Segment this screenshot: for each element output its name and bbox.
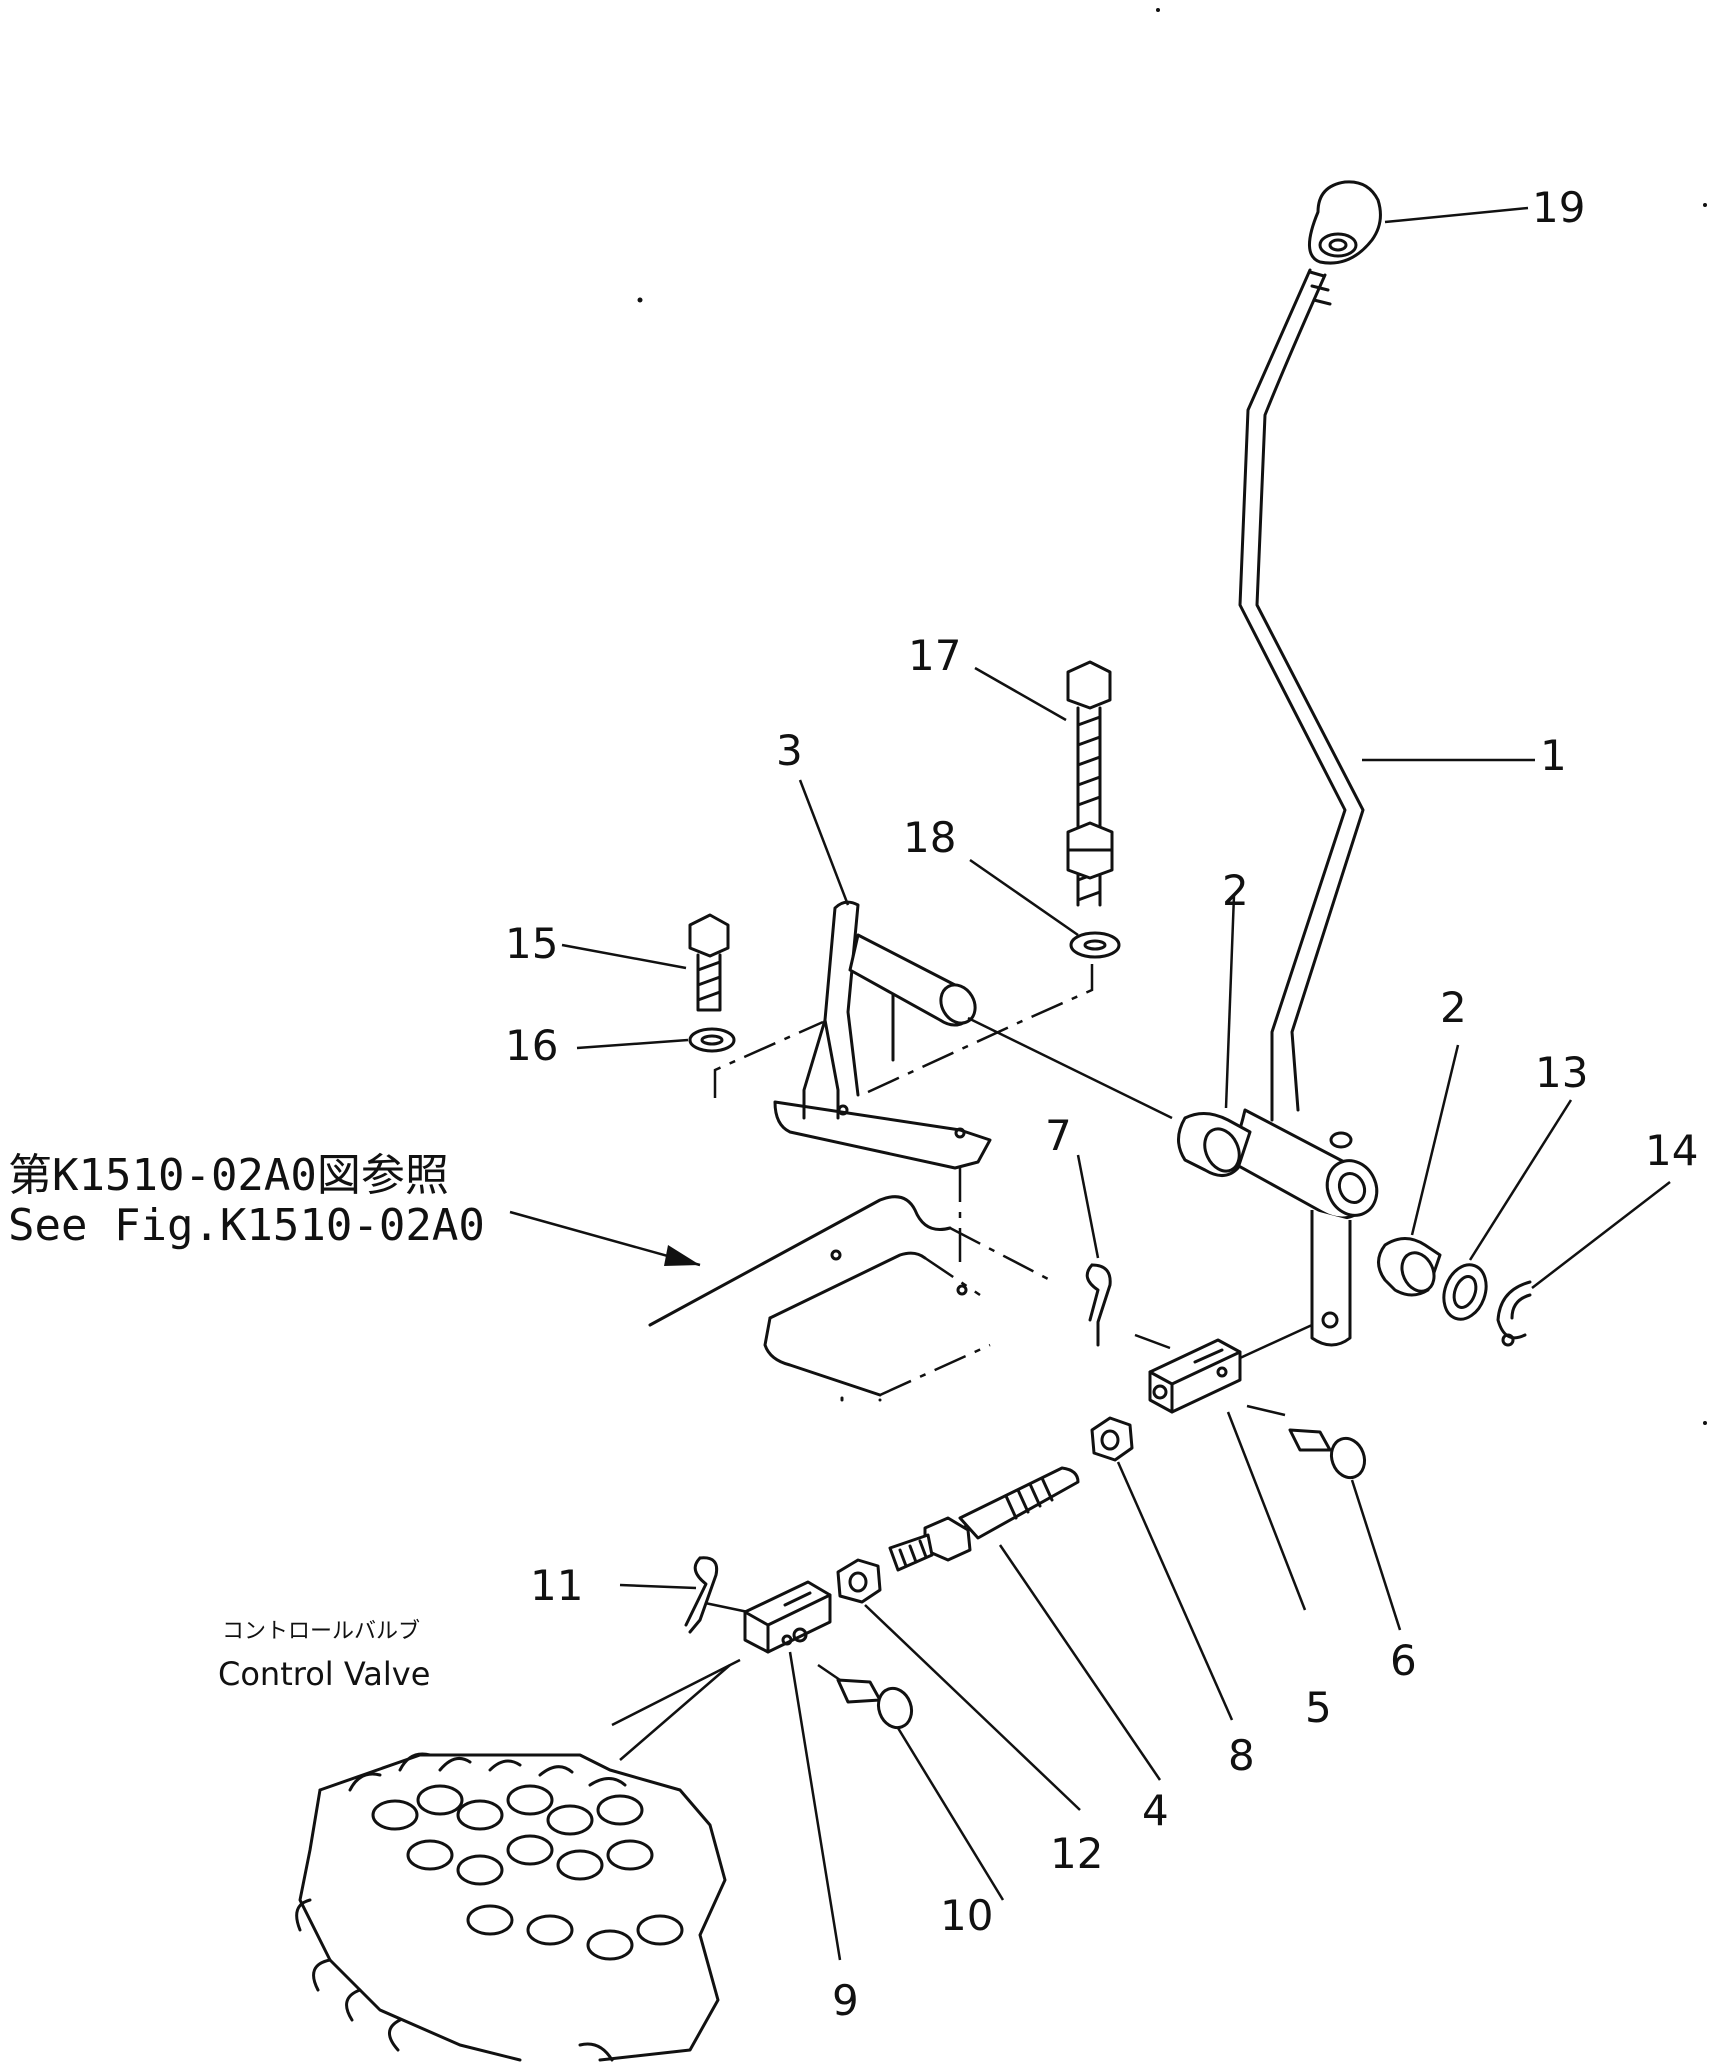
rod-4	[888, 1466, 1080, 1572]
bolt-15	[688, 913, 730, 1012]
lever	[1226, 268, 1379, 1347]
callout-12: 12	[1050, 1829, 1103, 1878]
pin-10	[836, 1678, 914, 1730]
reference-en: See Fig.K1510-02A0	[8, 1200, 485, 1251]
knob	[1308, 180, 1382, 265]
callout-8: 8	[1228, 1731, 1255, 1780]
callout-1: 1	[1540, 731, 1567, 780]
callout-6: 6	[1390, 1636, 1417, 1685]
yoke-5	[1148, 1338, 1242, 1414]
nut-8	[1090, 1416, 1134, 1462]
control-valve	[295, 1664, 731, 2062]
callout-10: 10	[940, 1891, 993, 1940]
callout-9: 9	[832, 1976, 859, 2025]
bracket	[773, 900, 992, 1170]
callout-19: 19	[1532, 183, 1585, 232]
bushing-2a	[1177, 1112, 1252, 1177]
floor-plate	[648, 1195, 1051, 1402]
callout-16: 16	[505, 1021, 558, 1070]
bolt-17	[1066, 660, 1114, 907]
callout-leaders	[561, 206, 1671, 1961]
callouts: 19 1 2 2 3 17 18 15 16 7 13 14 6 5 8 4 1…	[505, 183, 1698, 2025]
washer-13	[1442, 1263, 1488, 1321]
callout-17: 17	[908, 631, 961, 680]
control-valve-jp: コントロールバルブ	[222, 1619, 420, 1644]
callout-2b: 2	[1440, 983, 1467, 1032]
yoke-9	[743, 1580, 832, 1654]
bushing-2b	[1377, 1237, 1442, 1297]
callout-7: 7	[1045, 1111, 1072, 1160]
scan-specks	[637, 8, 1707, 1425]
washer-16	[688, 1027, 736, 1053]
snap-ring-14	[1496, 1280, 1532, 1347]
control-valve-label: コントロールバルブ Control Valve	[218, 1619, 430, 1693]
reference-note: 第K1510-02A0図参照 See Fig.K1510-02A0	[8, 1150, 485, 1251]
callout-5: 5	[1305, 1683, 1332, 1732]
control-valve-en: Control Valve	[218, 1655, 430, 1693]
washer-18	[1069, 931, 1121, 959]
callout-2a: 2	[1222, 866, 1249, 915]
callout-18: 18	[903, 813, 956, 862]
pin-6	[1288, 1428, 1367, 1480]
callout-3: 3	[776, 726, 803, 775]
callout-15: 15	[505, 919, 558, 968]
cotter-pin-7	[1085, 1263, 1112, 1347]
nut-12	[836, 1558, 882, 1604]
reference-arrow	[509, 1210, 701, 1267]
callout-11: 11	[530, 1561, 583, 1610]
callout-4: 4	[1142, 1786, 1169, 1835]
cotter-pin-11	[684, 1556, 719, 1634]
callout-13: 13	[1535, 1048, 1588, 1097]
reference-jp: 第K1510-02A0図参照	[8, 1150, 449, 1201]
callout-14: 14	[1645, 1126, 1698, 1175]
